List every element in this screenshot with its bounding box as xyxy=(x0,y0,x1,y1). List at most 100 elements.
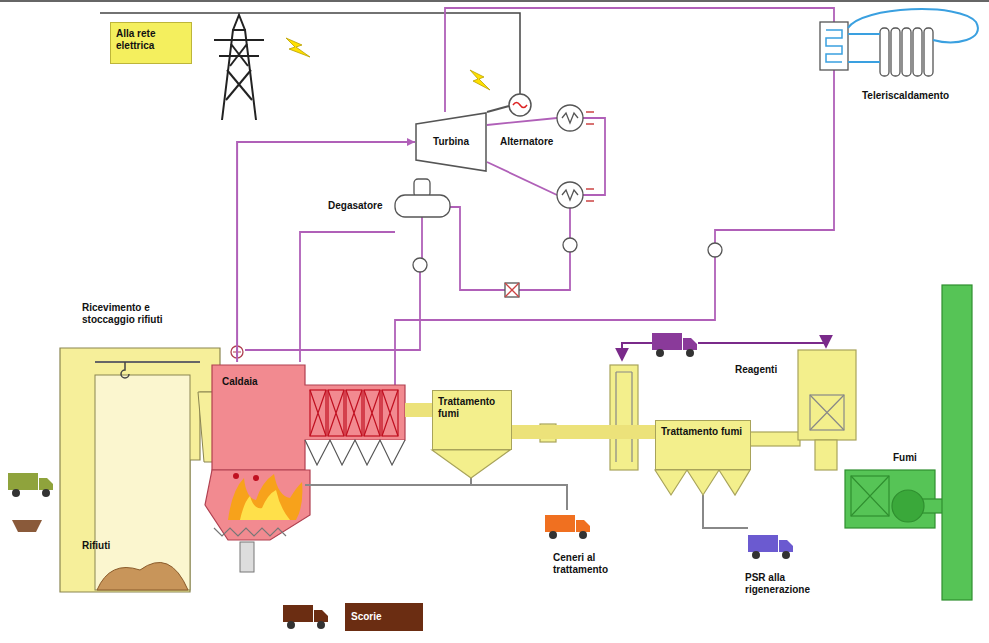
flue-gas-equipment xyxy=(815,440,837,470)
steam-pipes xyxy=(245,272,420,350)
district-heating xyxy=(820,9,978,76)
waste-bunker-box: Ricevimento e stoccaggio rifiutiRifiuti xyxy=(60,298,220,592)
trucks xyxy=(8,473,53,497)
district-heating xyxy=(848,9,978,42)
stack-and-fan xyxy=(851,476,889,516)
trucks xyxy=(8,333,793,629)
power-pylon xyxy=(226,70,251,100)
boiler xyxy=(233,473,239,479)
grid-wire xyxy=(100,13,520,94)
district-heating xyxy=(924,28,933,76)
steam-pipes xyxy=(487,162,557,195)
power-pylon xyxy=(231,44,248,66)
flue-gas-equipment xyxy=(432,450,510,478)
flue-gas-duct xyxy=(512,425,655,439)
callout-label: Fumi xyxy=(893,452,917,464)
ash-conveyor xyxy=(703,495,748,528)
node-label: Trattamento fumi xyxy=(438,396,504,420)
flue-gas-equipment xyxy=(810,395,844,430)
boiler xyxy=(240,490,290,520)
pump-symbol xyxy=(413,258,427,272)
alternator-symbol xyxy=(487,94,531,116)
callout-label: Reagenti xyxy=(735,364,777,376)
pump-symbol xyxy=(413,238,722,297)
flue-gas-duct xyxy=(405,403,432,417)
district-heating xyxy=(891,28,900,76)
trucks xyxy=(545,515,590,539)
flue-gas-equipment xyxy=(810,395,844,430)
node-label: Alla rete elettrica xyxy=(116,28,184,52)
boiler xyxy=(205,346,405,572)
stack-and-fan xyxy=(942,285,972,600)
flue-gas-equipment xyxy=(432,350,856,495)
boiler-box: Caldaia xyxy=(212,362,405,442)
waste-bunker xyxy=(95,361,200,363)
steam-pipes xyxy=(395,257,715,385)
steam-pipes xyxy=(300,232,395,362)
waste-bunker xyxy=(121,362,129,378)
waste-bunker xyxy=(97,562,188,590)
stack-and-fan xyxy=(845,285,972,600)
district-heating xyxy=(848,33,880,35)
steam-pipes xyxy=(450,207,570,290)
boiler xyxy=(212,365,405,470)
waste-bunker xyxy=(12,348,236,592)
node-label: Ricevimento e stoccaggio rifiuti xyxy=(82,302,172,326)
pump-symbol xyxy=(505,283,519,297)
pump-symbol xyxy=(563,238,577,252)
steam-pipes xyxy=(715,70,834,243)
lightning-bolt xyxy=(286,38,490,90)
pump-symbol xyxy=(708,243,722,257)
power-grid-box: Alla rete elettrica xyxy=(110,22,192,64)
steam-pipes xyxy=(421,217,423,258)
condenser-symbol xyxy=(557,105,583,131)
steam-pipes xyxy=(487,118,557,125)
steam-pipe xyxy=(237,142,415,362)
power-pylon xyxy=(233,15,245,30)
node-label: Turbina xyxy=(433,136,469,148)
deaerator-tank xyxy=(395,179,450,217)
power-pylon xyxy=(214,15,264,120)
steam-pipes xyxy=(245,8,834,385)
frame-line xyxy=(0,1,989,2)
slag-box: Scorie xyxy=(345,603,423,631)
boiler xyxy=(214,528,286,536)
reagent-arrows xyxy=(698,343,826,347)
boiler xyxy=(253,475,259,481)
district-heating xyxy=(848,61,880,63)
flue-gas-equipment xyxy=(655,470,750,495)
condenser-symbol xyxy=(562,190,578,200)
callout-label: Teleriscaldamento xyxy=(862,90,949,102)
reagent-arrows xyxy=(622,343,652,360)
steam-pipes xyxy=(569,208,571,238)
district-heating xyxy=(820,22,848,70)
node-label: Caldaia xyxy=(222,376,258,388)
node-label: Trattamento fumi xyxy=(661,426,742,438)
lightning-bolt xyxy=(470,70,490,90)
waste-bunker xyxy=(60,348,220,592)
turbine: Turbina xyxy=(415,112,487,172)
stack-and-fan xyxy=(851,476,889,516)
district-heating xyxy=(880,28,889,76)
deaerator-tank xyxy=(395,195,450,217)
trucks xyxy=(748,535,793,559)
boiler xyxy=(228,474,302,520)
trucks xyxy=(652,333,697,357)
grid-wire xyxy=(100,13,520,94)
callout-label: Degasatore xyxy=(328,200,382,212)
ash-conveyor xyxy=(305,478,748,528)
lightning-bolt xyxy=(286,38,310,57)
ash-conveyor xyxy=(470,478,472,485)
callout-label: Alternatore xyxy=(500,136,553,148)
stack-and-fan xyxy=(845,470,935,528)
waste-bunker xyxy=(95,375,190,590)
power-pylon xyxy=(214,39,264,41)
callout-label: PSR alla rigenerazione xyxy=(745,572,825,596)
district-heating xyxy=(826,30,842,62)
condenser-symbol xyxy=(586,112,594,201)
flue-gas-treatment: Trattamento fumi xyxy=(655,420,751,470)
boiler xyxy=(240,542,254,572)
ash-conveyor xyxy=(305,485,567,510)
callout-label: Ceneri al trattamento xyxy=(553,552,625,576)
flue-gas-treatment: Trattamento fumi xyxy=(432,390,512,450)
